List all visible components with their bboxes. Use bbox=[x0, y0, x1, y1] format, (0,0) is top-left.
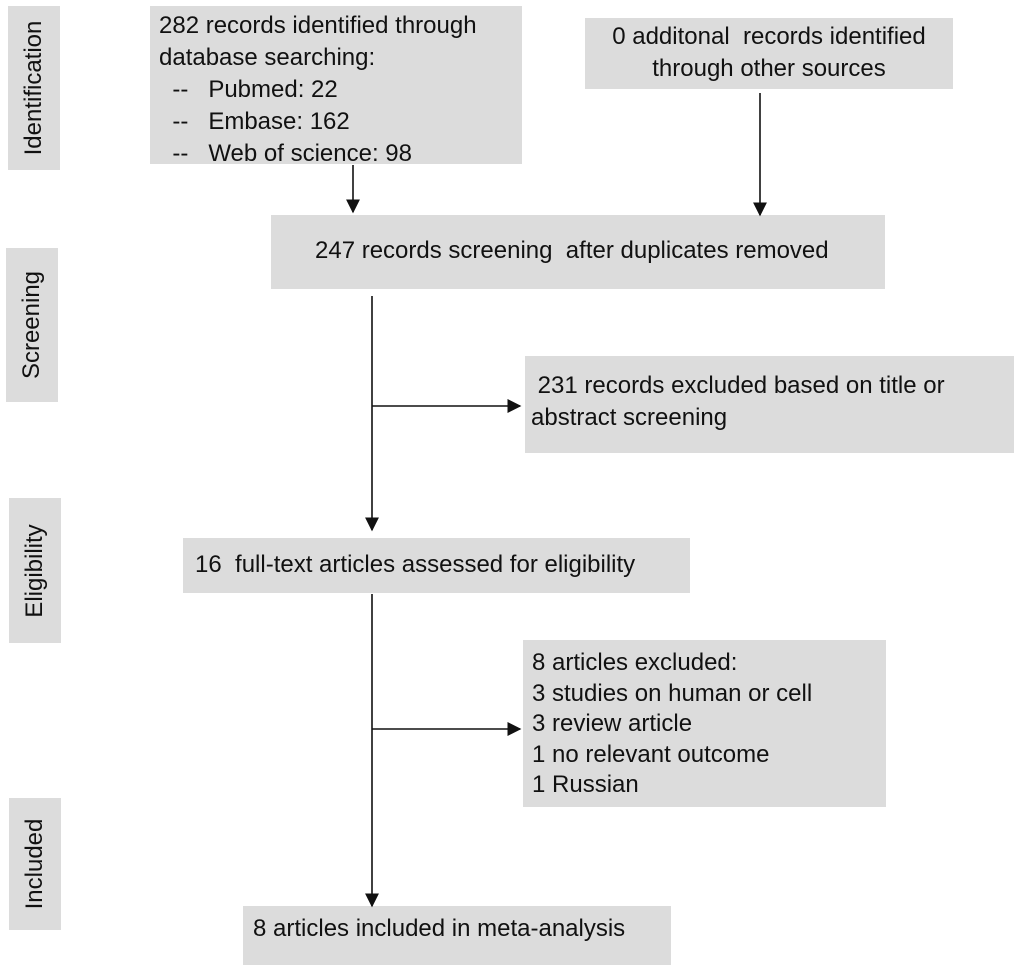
excluded-title-abstract-line: 231 records excluded based on title or bbox=[531, 372, 945, 399]
articles-excluded-line: 8 articles excluded: bbox=[532, 649, 738, 676]
included-meta-line: 8 articles included in meta-analysis bbox=[253, 915, 626, 942]
stage-included: Included bbox=[9, 798, 61, 930]
stage-screening: Screening bbox=[6, 248, 58, 402]
other-sources-box: 0 additonal records identified through o… bbox=[585, 18, 953, 89]
articles-excluded-line: 3 studies on human or cell bbox=[532, 679, 813, 707]
included-meta-box: 8 articles included in meta-analysis bbox=[243, 906, 671, 965]
database-search-line: -- Pubmed: 22 bbox=[159, 76, 338, 103]
full-text-assessed-line: 16 full-text articles assessed for eligi… bbox=[195, 551, 636, 578]
articles-excluded-line: 3 review article bbox=[532, 710, 693, 737]
excluded-title-abstract-line: abstract screening bbox=[531, 404, 728, 431]
stage-identification: Identification bbox=[8, 6, 60, 170]
database-search-box: 282 records identified through database … bbox=[150, 6, 522, 167]
articles-excluded-line: 1 Russian bbox=[532, 771, 639, 798]
articles-excluded-line: 1 no relevant outcome bbox=[532, 740, 770, 768]
stage-eligibility: Eligibility bbox=[9, 498, 61, 643]
after-duplicates-line: 247 records screening after duplicates r… bbox=[315, 237, 829, 264]
database-search-line: database searching: bbox=[159, 44, 376, 71]
database-search-line: -- Web of science: 98 bbox=[159, 140, 412, 167]
database-search-line: -- Embase: 162 bbox=[159, 108, 350, 135]
database-search-line: 282 records identified through bbox=[159, 12, 477, 39]
excluded-title-abstract-box: 231 records excluded based on title or a… bbox=[525, 356, 1014, 453]
after-duplicates-box: 247 records screening after duplicates r… bbox=[271, 215, 885, 289]
other-sources-line: through other sources bbox=[652, 55, 886, 82]
articles-excluded-box: 8 articles excluded: 3 studies on human … bbox=[523, 640, 886, 807]
full-text-assessed-box: 16 full-text articles assessed for eligi… bbox=[183, 538, 690, 593]
other-sources-line: 0 additonal records identified bbox=[612, 23, 926, 50]
